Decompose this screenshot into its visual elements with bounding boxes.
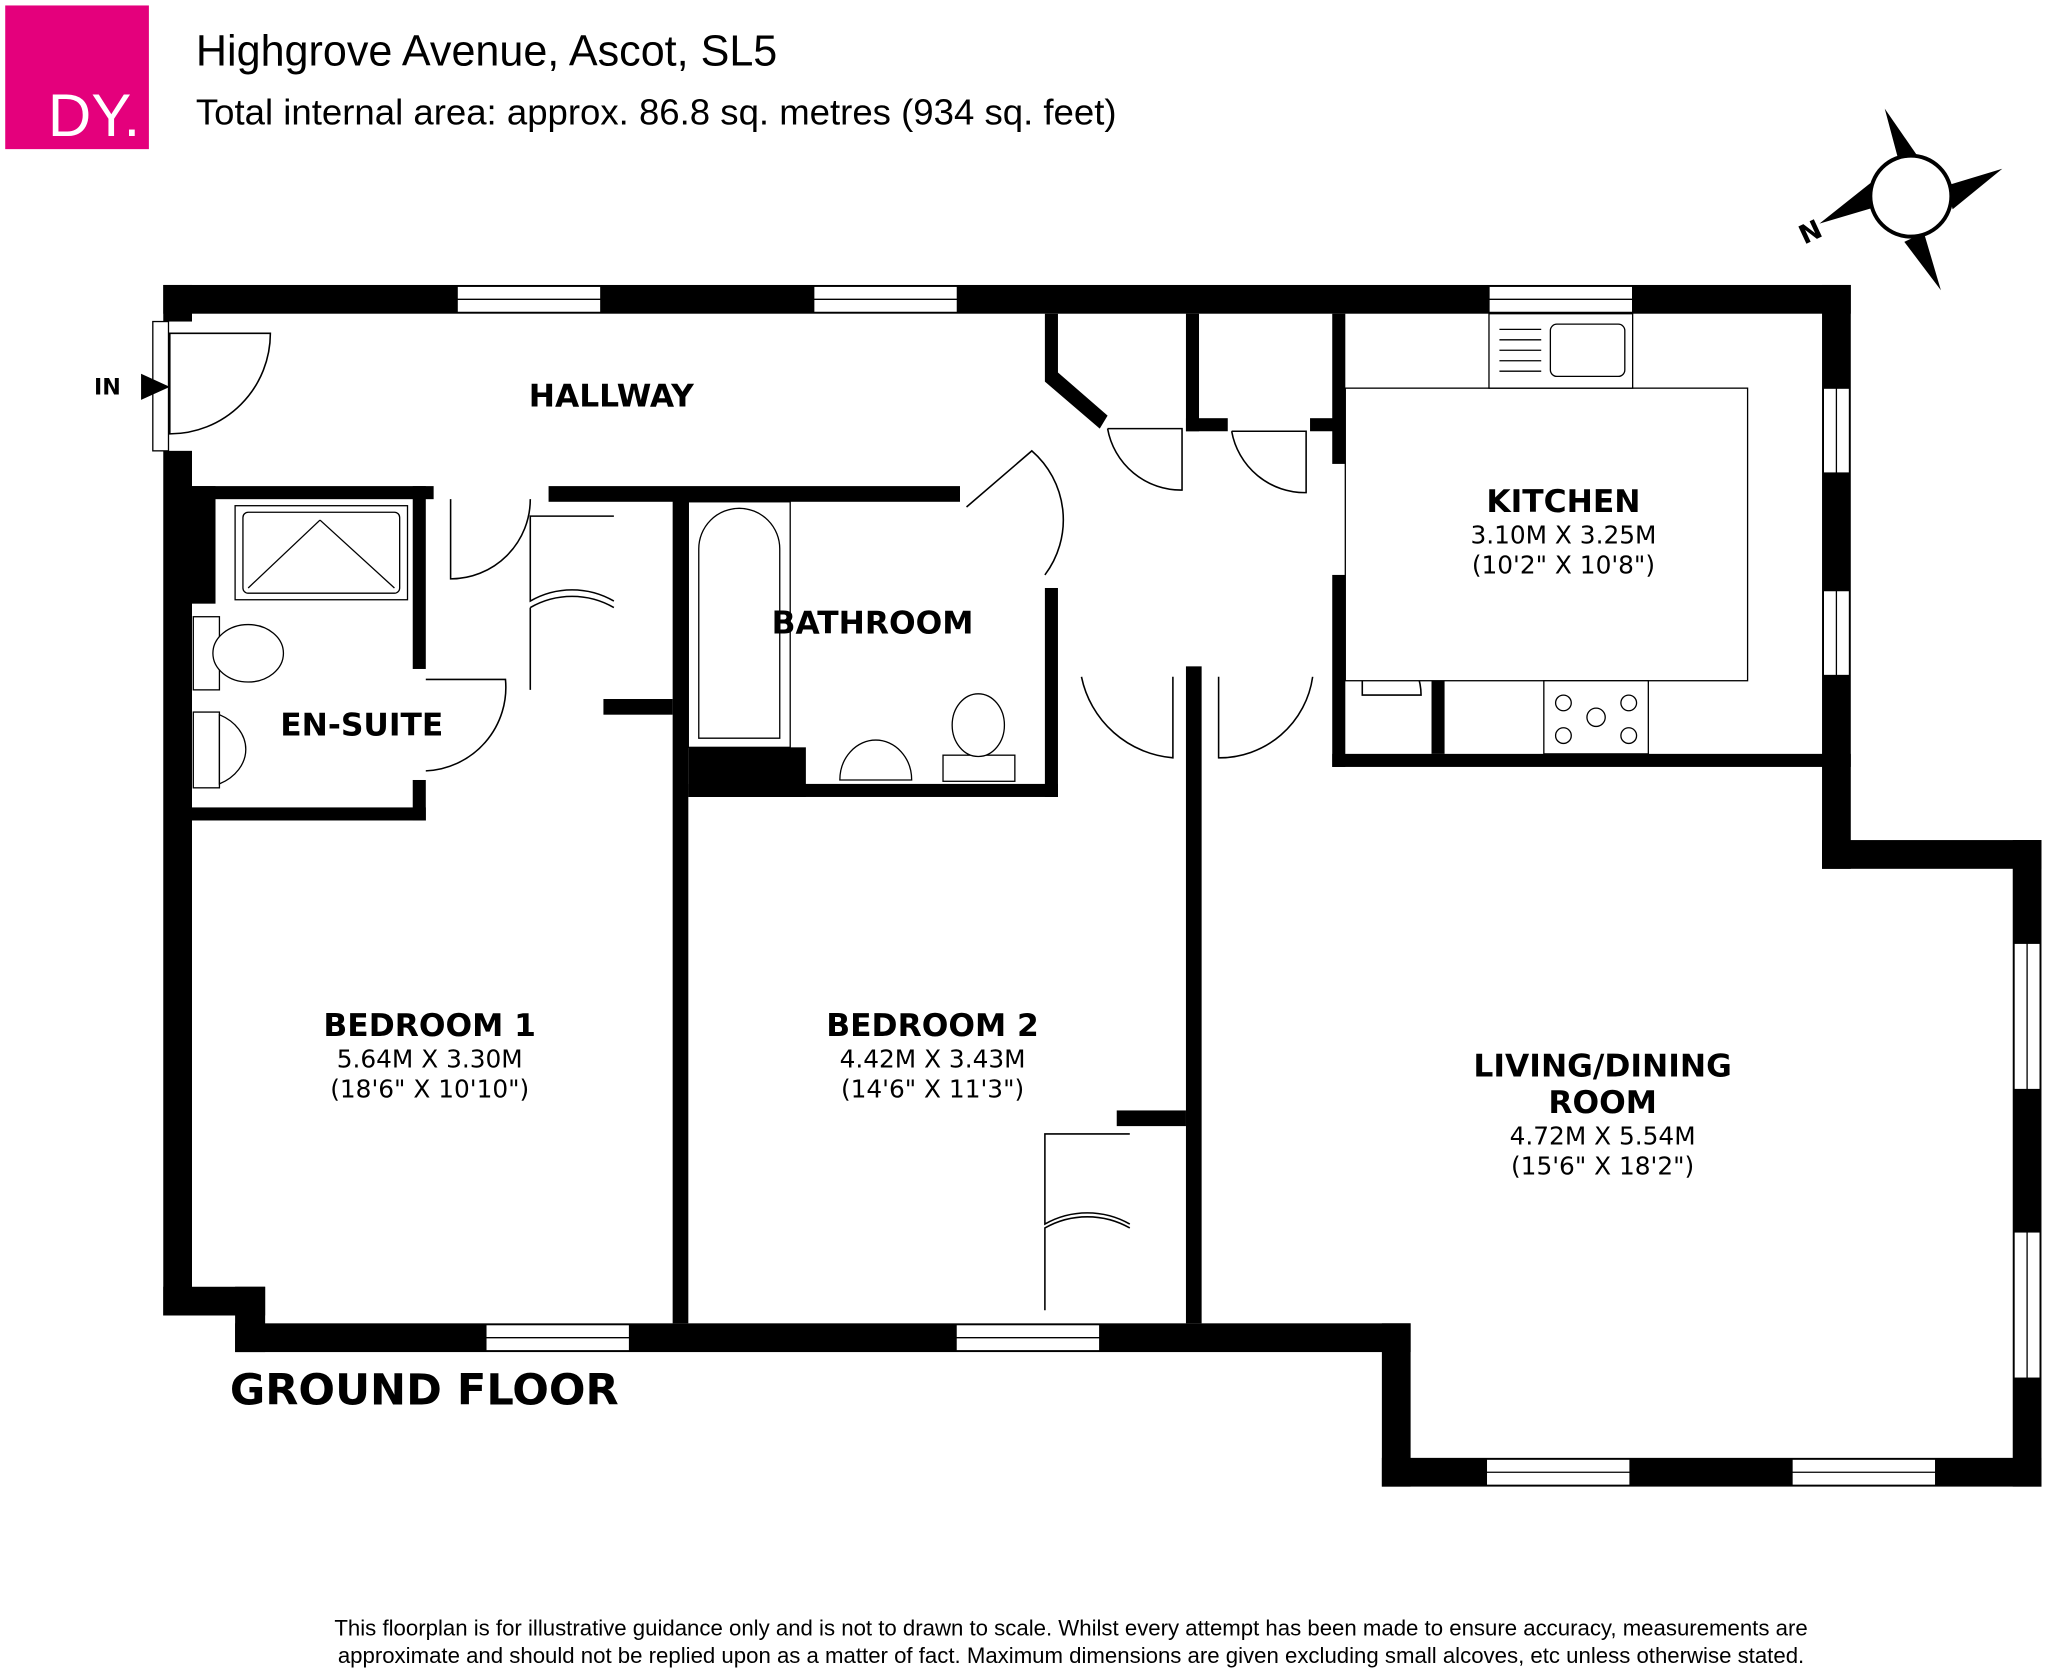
kitchen-imperial: (10'2" X 10'8")	[1472, 551, 1655, 580]
kitchen-metric: 3.10M X 3.25M	[1470, 521, 1656, 550]
disclaimer-line2: approximate and should not be replied up…	[338, 1643, 1804, 1668]
bedroom1-imperial: (18'6" X 10'10")	[330, 1074, 529, 1103]
entrance-label: IN	[94, 375, 121, 401]
bedroom2-metric: 4.42M X 3.43M	[840, 1044, 1026, 1073]
living-imperial: (15'6" X 18'2")	[1511, 1151, 1694, 1180]
compass-rose-icon: N	[1795, 108, 2003, 291]
room-ensuite-label: EN-SUITE	[280, 708, 443, 744]
room-hallway-label: HALLWAY	[529, 378, 694, 414]
room-bedroom2-label: BEDROOM 2	[826, 1008, 1039, 1044]
property-title: Highgrove Avenue, Ascot, SL5	[196, 28, 777, 76]
disclaimer-line1: This floorplan is for illustrative guida…	[334, 1616, 1807, 1641]
room-bathroom-label: BATHROOM	[772, 606, 974, 642]
room-kitchen-label: KITCHEN	[1486, 484, 1640, 520]
compass-north-label: N	[1795, 215, 1827, 251]
fixtures	[192, 313, 1749, 789]
logo: DY.	[5, 5, 149, 150]
total-area: Total internal area: approx. 86.8 sq. me…	[196, 91, 1117, 132]
living-metric: 4.72M X 5.54M	[1510, 1121, 1696, 1150]
bedroom1-metric: 5.64M X 3.30M	[337, 1044, 523, 1073]
svg-text:DY.: DY.	[48, 82, 140, 149]
entrance-arrow-icon	[141, 373, 170, 400]
bedroom2-imperial: (14'6" X 11'3")	[841, 1074, 1024, 1103]
windows	[456, 285, 2041, 1486]
walls	[163, 284, 2042, 1487]
room-living-label-line1: LIVING/DINING	[1473, 1048, 1731, 1084]
floor-label: GROUND FLOOR	[230, 1365, 619, 1415]
room-living-label-line2: ROOM	[1548, 1085, 1657, 1121]
room-bedroom1-label: BEDROOM 1	[323, 1008, 536, 1044]
